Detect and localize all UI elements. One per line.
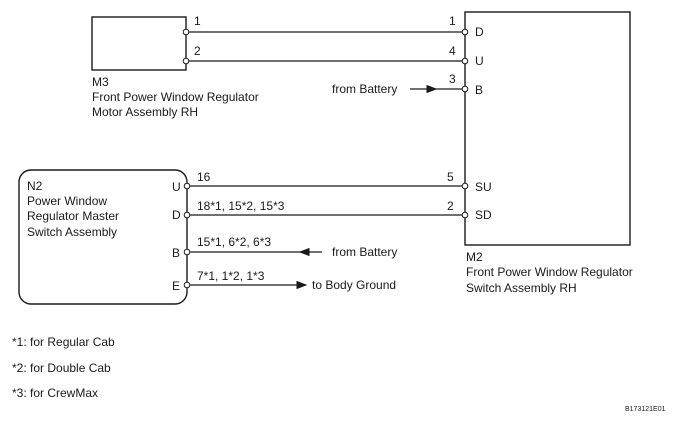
m2-terminal-su-dot	[461, 182, 469, 190]
n2-terminal-b: B	[172, 246, 180, 260]
m2-terminal-su: SU	[475, 180, 492, 194]
m2-pin-b-label: 3	[449, 72, 456, 86]
n2-terminal-d: D	[172, 208, 181, 222]
m3-pin2-label: 2	[194, 44, 201, 58]
n2-terminal-e: E	[172, 279, 180, 293]
m3-terminal-2	[182, 57, 190, 65]
n2-terminal-d-dot	[183, 211, 191, 219]
m3-name-line2: Motor Assembly RH	[92, 105, 198, 119]
m2-name-line1: Front Power Window Regulator	[466, 265, 633, 279]
n2-code: N2	[27, 179, 43, 193]
n2-terminal-e-dot	[183, 281, 191, 289]
m2-pin-sd-label: 2	[447, 199, 454, 213]
n2-e-pin-label: 7*1, 1*2, 1*3	[197, 269, 265, 283]
footnote-1: *1: for Regular Cab	[12, 335, 115, 349]
n2-terminal-u-dot	[183, 182, 191, 190]
m2-pin-su-label: 5	[447, 170, 454, 184]
m2-code: M2	[466, 250, 483, 264]
n2-b-pin-label: 15*1, 6*2, 6*3	[197, 235, 271, 249]
n2-name-line3: Switch Assembly	[27, 225, 117, 239]
m3-pin1-label: 1	[194, 14, 201, 28]
m2-terminal-b: B	[475, 83, 483, 97]
n2-terminal-u: U	[172, 180, 181, 194]
m3-name-line1: Front Power Window Regulator	[92, 90, 259, 104]
footnote-2: *2: for Double Cab	[12, 361, 111, 375]
m2-terminal-sd: SD	[475, 208, 492, 222]
m2-switch-box	[464, 11, 631, 246]
n2-master-switch-box	[18, 169, 188, 305]
n2-name-line1: Power Window	[27, 194, 107, 208]
n2-name-line2: Regulator Master	[27, 209, 119, 223]
m2-terminal-u: U	[475, 54, 484, 68]
m2-terminal-b-dot	[461, 85, 469, 93]
n2-terminal-b-dot	[183, 248, 191, 256]
m3-code: M3	[92, 75, 109, 89]
m3-motor-box	[91, 16, 187, 71]
footnote-3: *3: for CrewMax	[12, 386, 98, 400]
from-battery-m2-label: from Battery	[332, 82, 397, 96]
to-body-ground-label: to Body Ground	[312, 278, 396, 292]
m2-terminal-d: D	[475, 25, 484, 39]
m2-terminal-u-dot	[461, 57, 469, 65]
m2-pin-u-label: 4	[449, 44, 456, 58]
m3-terminal-1	[182, 28, 190, 36]
m2-terminal-sd-dot	[461, 211, 469, 219]
figure-id: B173121E01	[625, 406, 666, 413]
m2-pin-d-label: 1	[449, 14, 456, 28]
m2-name-line2: Switch Assembly RH	[466, 281, 577, 295]
m2-terminal-d-dot	[461, 28, 469, 36]
n2-d-pin-label: 18*1, 15*2, 15*3	[197, 199, 285, 213]
from-battery-n2-label: from Battery	[332, 245, 397, 259]
n2-u-pin-label: 16	[197, 170, 211, 184]
